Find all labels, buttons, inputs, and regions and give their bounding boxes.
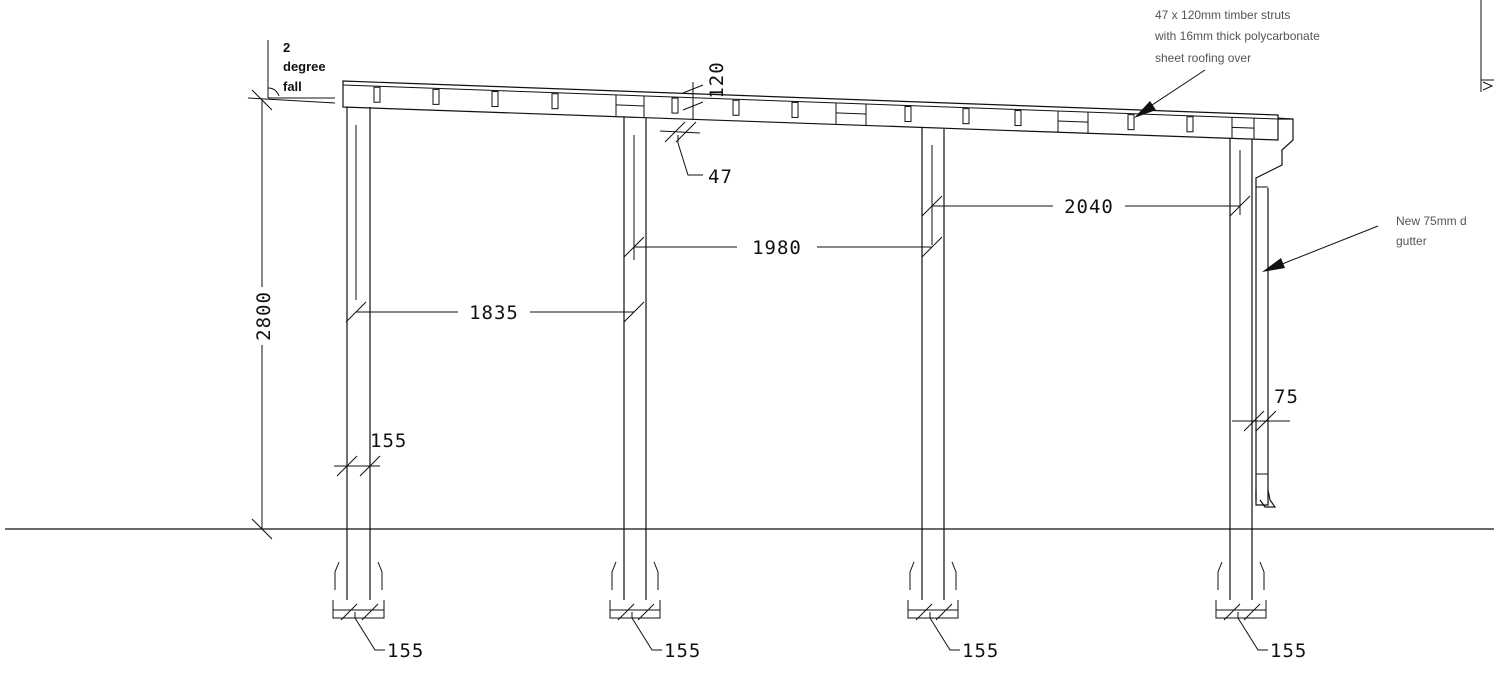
height-dimension-label: 2800 [253,291,275,341]
footing-width-label: 155 [1270,640,1307,662]
strut-end [962,108,970,125]
height-dimension: 2800 [251,89,278,540]
footing-labels: 155 155 155 155 [387,640,1307,662]
span-1-dimension: 1835 [345,301,645,324]
strut-end [732,99,740,116]
post-footings [332,561,1268,651]
footing [332,561,385,651]
strut-end [1186,116,1194,133]
roof-note-line-2: with 16mm thick polycarbonate [1154,29,1320,43]
strut-end [491,91,499,108]
gutter-note-arrowhead [1262,258,1285,272]
gutter-note-line-2: gutter [1396,234,1427,248]
strut-depth-dimension: 120 [682,61,728,120]
span-2-label: 1980 [752,237,802,259]
strut-end [373,86,381,103]
strut-end [791,101,799,118]
span-3-label: 2040 [1064,196,1114,218]
post-4 [1229,138,1253,600]
footing [1215,561,1268,651]
roof-note-line-1: 47 x 120mm timber struts [1155,8,1290,22]
roof-note-line-3: sheet roofing over [1155,51,1251,65]
fall-word-degree: degree [283,59,326,74]
strut-width-label: 47 [708,166,733,188]
footing-width-label: 155 [962,640,999,662]
footing-width-label: 155 [387,640,424,662]
downpipe-label: 75 [1274,386,1299,408]
post-3 [921,128,945,600]
fall-word-fall: fall [283,79,302,94]
gutter-note: New 75mm d gutter [1262,214,1467,272]
strut-end [835,102,867,126]
footing [907,561,960,651]
strut-end [904,106,912,123]
span-2-dimension: 1980 [623,236,943,259]
span-1-label: 1835 [469,302,519,324]
footing-width-label: 155 [664,640,701,662]
fall-marker: 2 degree fall [247,40,336,104]
post-2 [623,117,647,600]
span-3-dimension: 2040 [921,195,1251,218]
strut-width-dimension: 47 [659,121,733,188]
post-width-label: 155 [370,430,407,452]
gutter-note-line-1: New 75mm d [1396,214,1467,228]
roof-note-arrowhead [1134,101,1156,118]
strut-end [1057,111,1089,134]
timber-struts [373,86,1255,140]
strut-end [1127,114,1135,131]
downpipe-dimension: 75 [1232,386,1299,432]
footing [609,561,662,651]
gutter-downpipe [1255,118,1294,508]
post-1 [346,107,371,600]
strut-end [432,88,440,105]
title-block-fragment [1480,0,1494,92]
strut-end [671,97,679,114]
post-width-dimension: 155 [334,430,407,477]
strut-end [615,94,645,117]
strut-end [1231,117,1255,140]
strut-end [551,93,559,110]
strut-end [1014,110,1022,127]
strut-depth-label: 120 [706,61,728,98]
roof-note: 47 x 120mm timber struts with 16mm thick… [1134,8,1320,118]
fall-number: 2 [283,40,290,55]
